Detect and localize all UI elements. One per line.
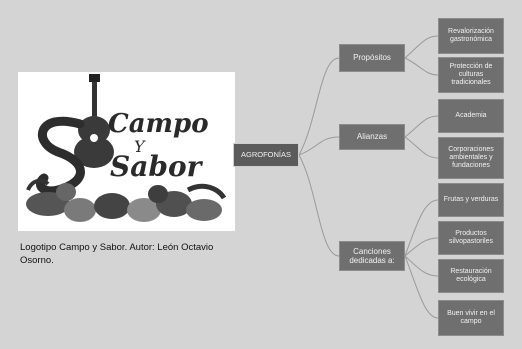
leaf-corporaciones: Corporaciones ambientales y fundaciones [438, 137, 504, 179]
leaf-label: Protección de culturas tradicionales [449, 62, 493, 87]
logo-text-campo: Campo [108, 109, 209, 139]
leaf-academia: Academia [438, 99, 504, 133]
branch-label: Alianzas [356, 132, 388, 142]
root-label: AGROFONÍAS [240, 149, 291, 159]
guitar-icon [74, 74, 114, 168]
branch-label: Canciones dedicadas a: [349, 246, 395, 265]
leaf-restauracion-ecologica: Restauración ecológica [438, 259, 504, 293]
logo-text-sabor: Sabor [110, 150, 204, 183]
root-node: AGROFONÍAS [233, 143, 299, 167]
leaf-label: Academia [455, 111, 487, 119]
leaf-label: Restauración ecológica [450, 267, 492, 283]
leaf-frutas-verduras: Frutas y verduras [438, 183, 504, 217]
logo-text-y: Y [134, 137, 146, 156]
branch-alianzas: Alianzas [339, 124, 405, 150]
branch-label: Propósitos [353, 53, 391, 63]
leaf-label: Corporaciones ambientales y fundaciones [448, 145, 494, 170]
leaf-revalorizacion: Revalorización gastronómica [438, 18, 504, 54]
leaf-label: Productos silvopastoriles [449, 229, 493, 245]
leaf-proteccion: Protección de culturas tradicionales [438, 57, 504, 93]
fruits-vegetables-icon [26, 178, 227, 222]
logo-caption: Logotipo Campo y Sabor. Autor: León Octa… [20, 242, 214, 266]
leaf-productos-silvopastoriles: Productos silvopastoriles [438, 221, 504, 255]
leaf-label: Buen vivir en el campo [447, 309, 495, 325]
campo-y-sabor-logo: Campo Y Sabor [18, 72, 235, 231]
leaf-label: Frutas y verduras [443, 195, 499, 203]
branch-canciones: Canciones dedicadas a: [339, 241, 405, 271]
branch-propositos: Propósitos [339, 44, 405, 72]
logo-illustration: Campo Y Sabor [26, 74, 227, 222]
leaf-buen-vivir: Buen vivir en el campo [438, 300, 504, 336]
leaf-label: Revalorización gastronómica [448, 27, 494, 43]
